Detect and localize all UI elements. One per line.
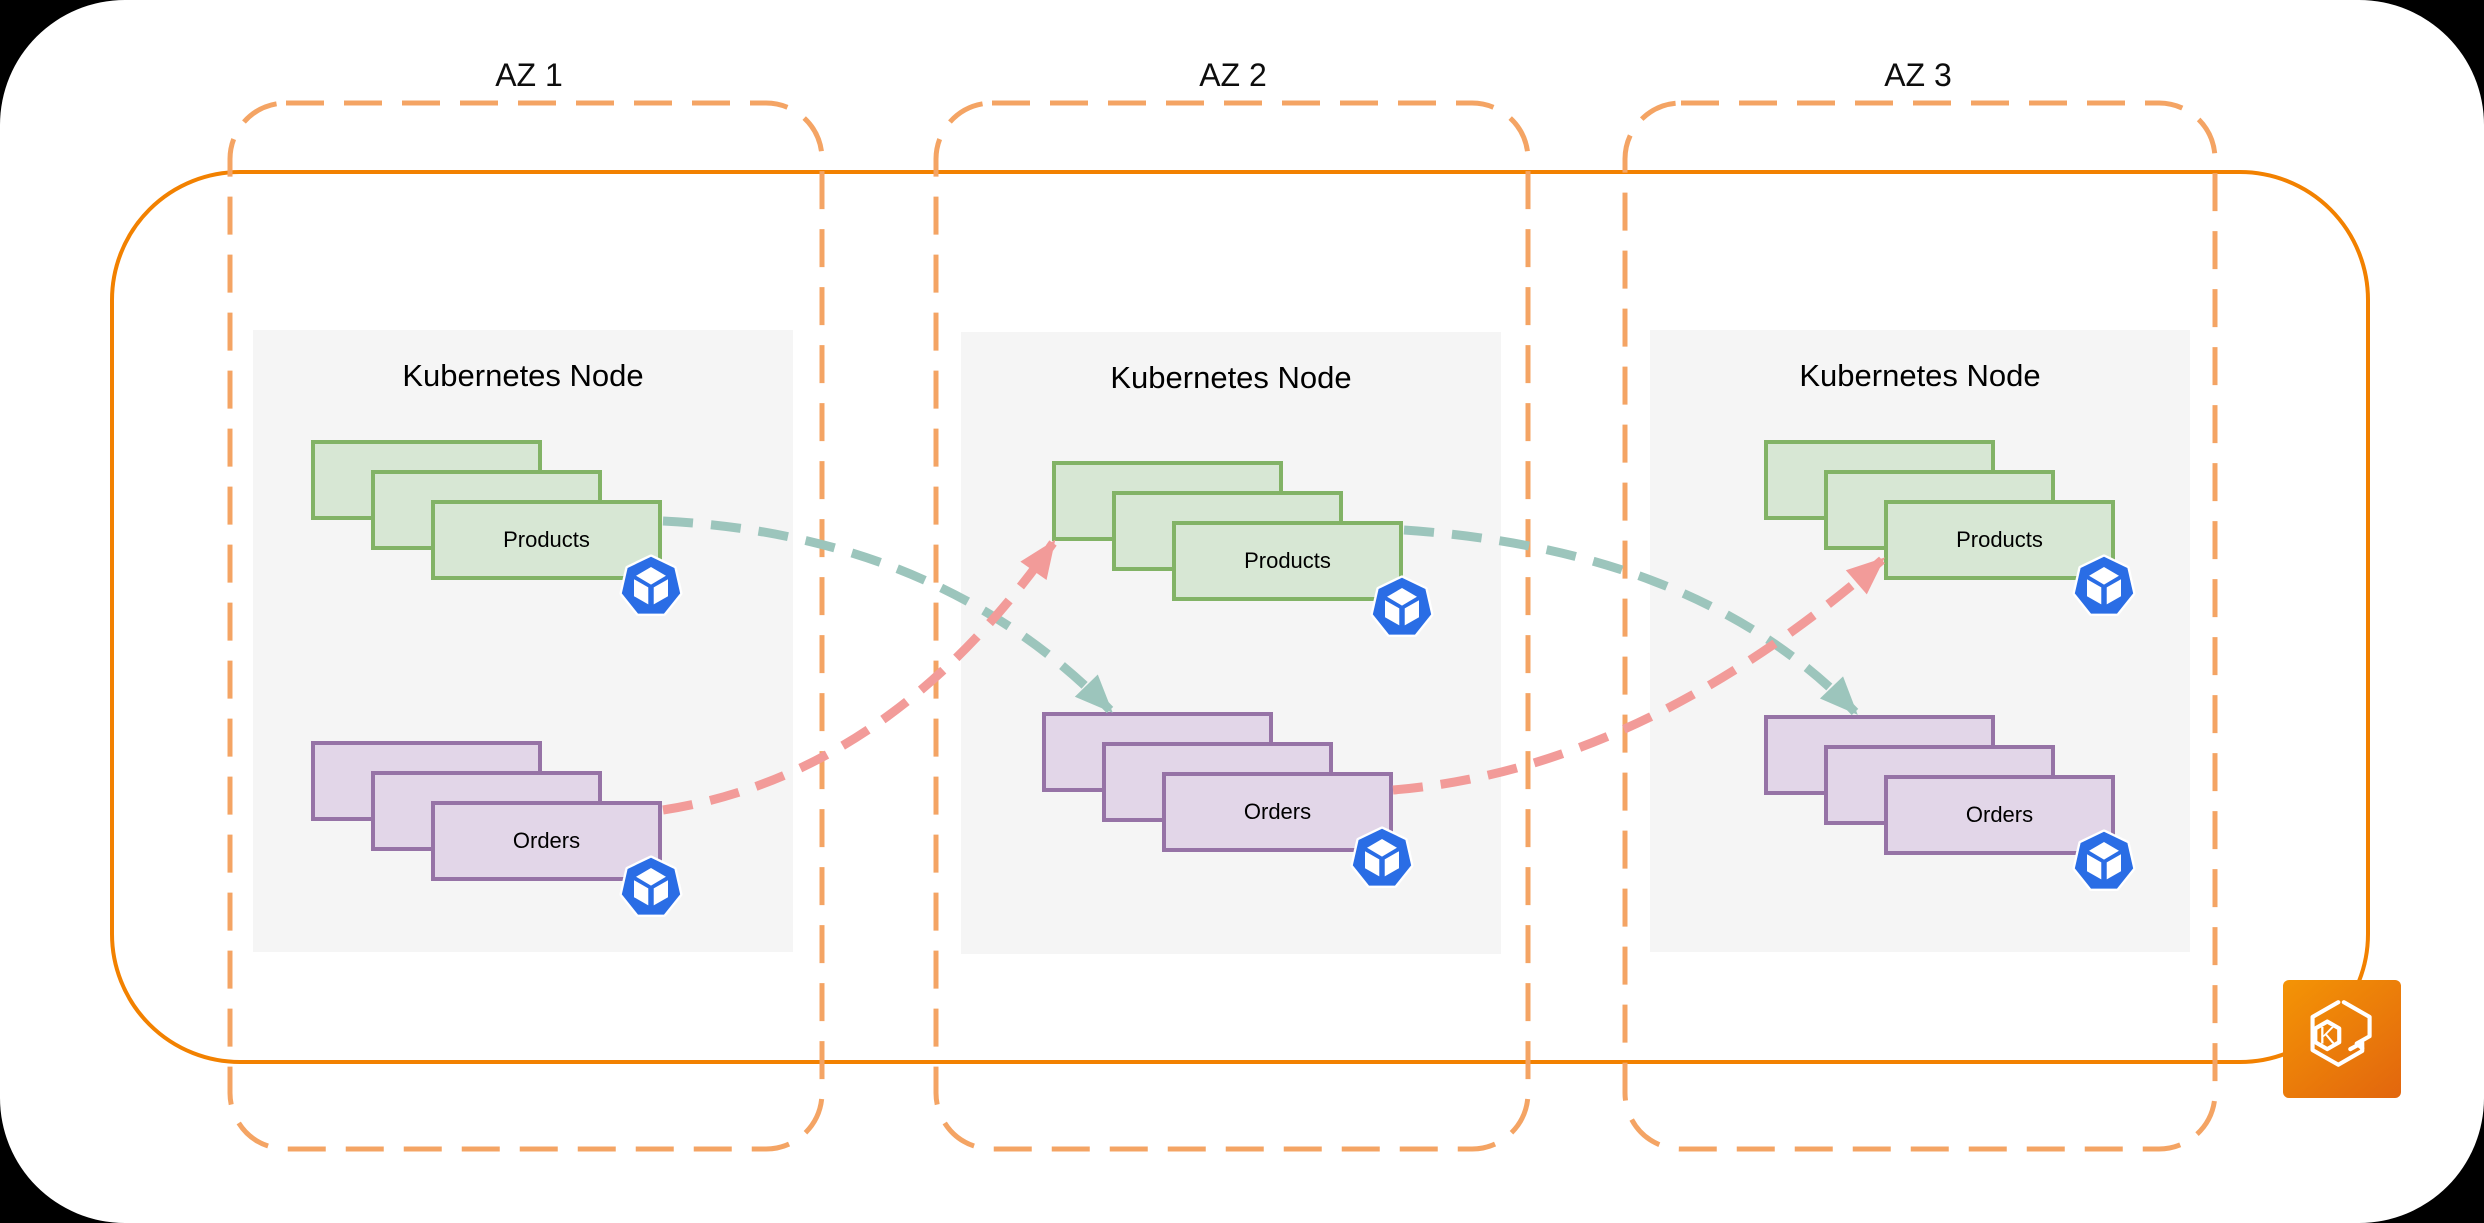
orders-label: Orders bbox=[1243, 799, 1312, 824]
arrow-products-az2-to-orders-az3 bbox=[1403, 525, 1859, 716]
orders-label: Orders bbox=[1965, 802, 2034, 827]
eks-letter: K bbox=[2319, 1023, 2335, 1050]
products-deployment: Products bbox=[431, 500, 662, 580]
orders-label: Orders bbox=[512, 828, 581, 853]
arrow-orders-az2-to-products-az3 bbox=[1392, 556, 1886, 795]
orders-deployment: Orders bbox=[431, 801, 662, 881]
kubernetes-pod-icon bbox=[2072, 829, 2136, 891]
products-label: Products bbox=[1956, 527, 2043, 552]
az3-label: AZ 3 bbox=[1884, 57, 1952, 93]
kubernetes-pod-icon bbox=[1370, 575, 1434, 637]
products-deployment: Products bbox=[1884, 500, 2115, 580]
kubernetes-pod-icon bbox=[619, 855, 683, 917]
arrow-products-az1-to-orders-az2 bbox=[662, 516, 1114, 714]
az3-boundary bbox=[1622, 100, 2218, 1152]
kubernetes-pod-icon bbox=[2072, 554, 2136, 616]
node-title: Kubernetes Node bbox=[402, 358, 644, 393]
products-label: Products bbox=[503, 527, 590, 552]
az1-label: AZ 1 bbox=[495, 57, 563, 93]
eks-cluster-icon: K bbox=[2283, 980, 2401, 1098]
kubernetes-node-az3: Kubernetes Node Products Orders bbox=[1650, 330, 2190, 952]
eks-hexagon-facet bbox=[2341, 1000, 2372, 1051]
orders-deployment: Orders bbox=[1884, 775, 2115, 855]
kubernetes-node-az1: Kubernetes Node Products Orders bbox=[253, 330, 793, 952]
node-title: Kubernetes Node bbox=[1799, 358, 2041, 393]
kubernetes-pod-icon bbox=[619, 554, 683, 616]
orders-deployment: Orders bbox=[1162, 772, 1393, 852]
kubernetes-node-az2: Kubernetes Node Products Orders bbox=[961, 332, 1501, 954]
az2-boundary bbox=[933, 100, 1531, 1152]
eks-inner-hexagon bbox=[2313, 1019, 2342, 1052]
az2-label: AZ 2 bbox=[1199, 57, 1267, 93]
products-label: Products bbox=[1244, 548, 1331, 573]
eks-cluster-boundary bbox=[110, 170, 2370, 1064]
products-deployment: Products bbox=[1172, 521, 1403, 601]
kubernetes-pod-icon bbox=[1350, 826, 1414, 888]
node-title: Kubernetes Node bbox=[1110, 360, 1352, 395]
az1-boundary bbox=[227, 100, 825, 1152]
arrow-orders-az1-to-products-az2 bbox=[662, 539, 1057, 815]
